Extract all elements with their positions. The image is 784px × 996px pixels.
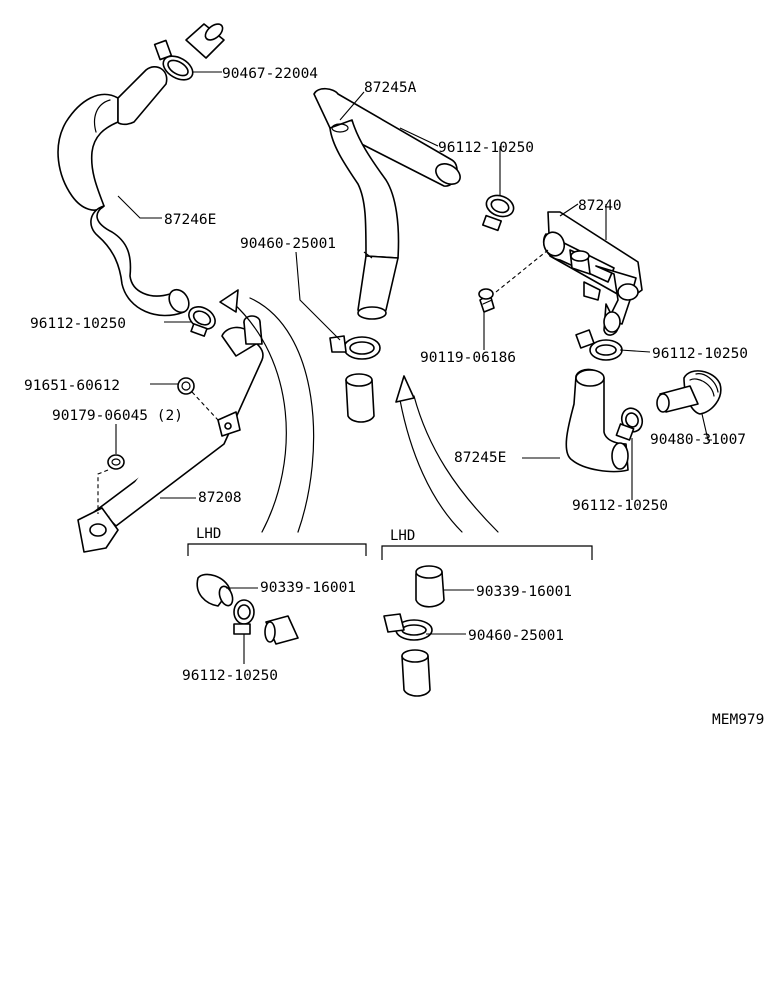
label-87245a: 87245A <box>364 80 417 96</box>
label-91651-60612: 91651-60612 <box>24 378 120 394</box>
connector-lhd-right <box>401 649 431 697</box>
valve-87240 <box>542 211 643 336</box>
label-87240: 87240 <box>578 198 622 214</box>
arrow-right-lhd <box>395 375 499 533</box>
label-lhd-right: LHD <box>390 528 415 544</box>
label-87246e: 87246E <box>164 212 216 228</box>
cap-90339-16001-left <box>196 573 234 607</box>
label-90179-06045: 90179-06045 (2) <box>52 408 183 424</box>
label-ref-code: MEM979 <box>712 712 764 728</box>
leader-lines <box>115 71 712 664</box>
bolt-91651-60612 <box>177 377 195 395</box>
label-90119-06186: 90119-06186 <box>420 350 516 366</box>
label-90339-16001-right: 90339-16001 <box>476 584 572 600</box>
lhd-left-bracket <box>187 543 367 556</box>
screw-90119-06186 <box>478 288 495 313</box>
label-90480-31007: 90480-31007 <box>650 432 746 448</box>
label-87245e: 87245E <box>454 450 506 466</box>
connector-center <box>345 373 375 423</box>
cap-90339-16001-right <box>415 565 445 608</box>
label-90339-16001-left: 90339-16001 <box>260 580 356 596</box>
clamp-96112-10250-left <box>188 306 216 337</box>
clamp-96112-10250-lower <box>615 407 644 441</box>
clamp-90460-25001-mid <box>329 335 381 360</box>
clamp-96112-10250-top <box>481 194 515 232</box>
hose-87245a <box>313 87 461 320</box>
hose-87245e <box>565 368 629 473</box>
clamp-96112-10250-bottom <box>233 599 255 635</box>
label-lhd-left: LHD <box>196 526 221 542</box>
connector-top-left <box>185 23 225 59</box>
lhd-right-bracket <box>381 545 593 560</box>
arrow-left-lhd <box>219 289 315 533</box>
label-96112-10250-bottom: 96112-10250 <box>182 668 278 684</box>
label-90460-25001-bottom: 90460-25001 <box>468 628 564 644</box>
nut-90179-06045 <box>107 454 125 470</box>
label-96112-10250-right: 96112-10250 <box>652 346 748 362</box>
label-90467-22004: 90467-22004 <box>222 66 318 82</box>
label-87208: 87208 <box>198 490 242 506</box>
clamp-90467-22004 <box>153 39 194 81</box>
clamp-90460-25001-bottom <box>383 613 433 641</box>
hose-87246e <box>57 66 190 317</box>
label-90460-25001-mid: 90460-25001 <box>240 236 336 252</box>
pipe-87208 <box>77 315 264 553</box>
label-96112-10250-top: 96112-10250 <box>438 140 534 156</box>
label-96112-10250-left: 96112-10250 <box>30 316 126 332</box>
grommet-90480-31007 <box>656 370 722 415</box>
connector-lhd-left <box>264 615 299 645</box>
clamp-96112-10250-right <box>575 329 623 361</box>
label-96112-10250-lower: 96112-10250 <box>572 498 668 514</box>
